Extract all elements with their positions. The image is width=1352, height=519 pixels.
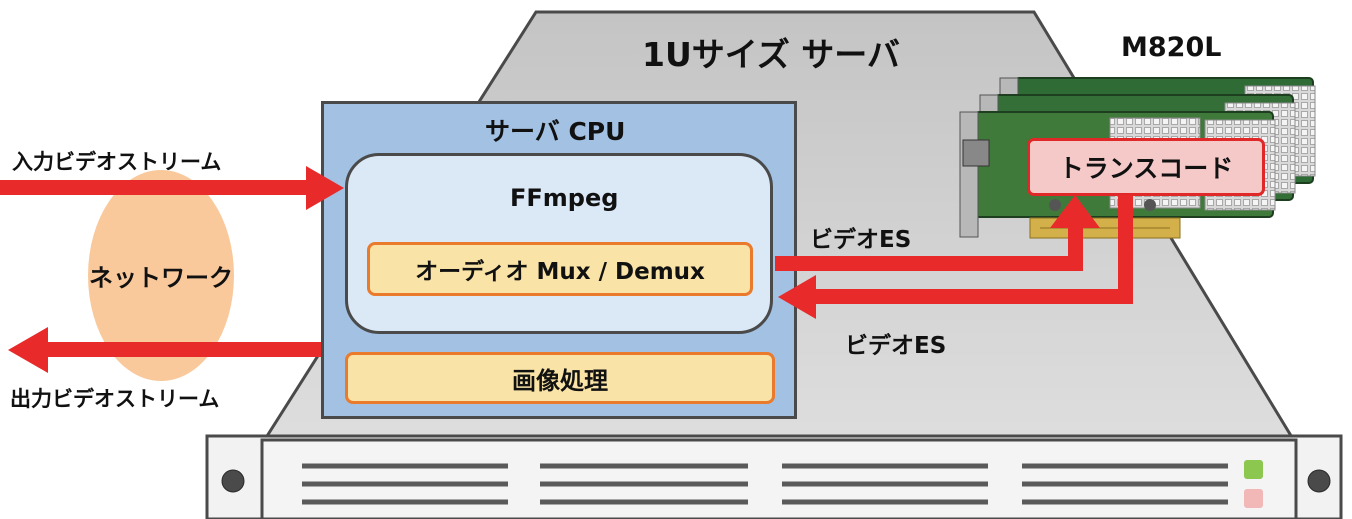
server-front-panel (205, 434, 1343, 519)
output-stream-label: 出力ビデオストリーム (10, 387, 220, 411)
screw-icon (1307, 469, 1331, 493)
image-processing-label: 画像処理 (512, 366, 608, 395)
cpu-label: サーバ CPU (485, 117, 626, 146)
input-stream-label: 入力ビデオストリーム (12, 150, 222, 174)
output-stream-arrow-icon (8, 327, 321, 373)
image-processing-box: 画像処理 (345, 352, 775, 404)
diagram-title: 1Uサイズ サーバ (642, 35, 900, 74)
screw-icon (221, 469, 245, 493)
audio-mux-demux-box: オーディオ Mux / Demux (367, 242, 753, 296)
video-es-out-label: ビデオES (810, 227, 912, 253)
video-es-in-arrow-icon (778, 195, 1133, 319)
ffmpeg-label: FFmpeg (510, 184, 619, 212)
video-es-out-arrow-icon (775, 195, 1100, 271)
video-es-in-label: ビデオES (845, 333, 947, 359)
transcode-label: トランスコード (1058, 154, 1234, 183)
audio-mux-demux-label: オーディオ Mux / Demux (415, 259, 705, 285)
input-stream-arrow-icon (0, 166, 344, 210)
led-icon (1244, 460, 1263, 479)
card-model-label: M820L (1121, 32, 1222, 63)
network-label: ネットワーク (89, 264, 233, 292)
led-icon (1244, 489, 1263, 508)
transcode-box: トランスコード (1027, 138, 1265, 196)
